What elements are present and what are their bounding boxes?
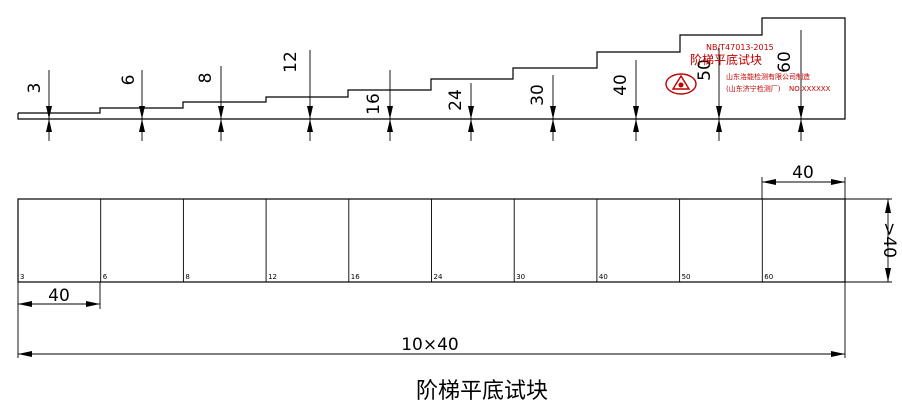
hole-dim-8: 8 [196, 66, 227, 141]
step-label-30: 30 [528, 84, 548, 106]
total-length-label: 10×40 [401, 335, 459, 355]
hole-dim-16: 16 [364, 70, 396, 141]
cell-width-label: 40 [48, 286, 70, 306]
cell-label-60: 60 [764, 273, 773, 281]
step-label-24: 24 [446, 89, 466, 111]
stamp-logo-icon [665, 73, 697, 95]
cell-label-6: 6 [103, 273, 108, 281]
top-width-dimension: 40 [761, 163, 846, 199]
stamp-product: 阶梯平底试块 [690, 52, 762, 67]
plan-view: 3 6 8 12 16 24 30 40 50 60 [17, 198, 846, 283]
plan-cell-dividers: 3 6 8 12 16 24 30 40 50 60 [20, 199, 773, 282]
step-label-8: 8 [196, 73, 216, 84]
step-label-12: 12 [281, 51, 301, 73]
cell-label-40: 40 [599, 273, 608, 281]
hole-dim-50: 50 [695, 48, 725, 141]
hole-dim-60: 60 [775, 30, 807, 141]
cell-label-3: 3 [20, 273, 24, 281]
step-label-16: 16 [364, 93, 384, 115]
step-label-60: 60 [775, 51, 795, 73]
step-label-40: 40 [611, 74, 631, 96]
hole-dim-40: 40 [611, 60, 642, 141]
step-label-3: 3 [25, 83, 45, 94]
hole-dim-3: 3 [25, 70, 55, 141]
cell-label-30: 30 [516, 273, 525, 281]
stamp-maker2: (山东济宁检测厂) [726, 84, 781, 93]
step-label-6: 6 [119, 75, 139, 86]
height-label: >40 [879, 222, 899, 258]
hole-dim-12: 12 [281, 50, 316, 141]
height-dimension: >40 [845, 198, 899, 283]
stamp-maker: 山东洛能检测有限公司制造 [726, 72, 810, 81]
total-length-dimension: 10×40 [17, 282, 846, 358]
cell-width-dimension: 40 [17, 282, 101, 309]
hole-dim-30: 30 [528, 75, 559, 141]
drawing-caption: 阶梯平底试块 [416, 379, 548, 404]
profile-view: 3 6 8 12 16 24 30 40 50 60 [17, 17, 846, 141]
hole-dimension-lines: 3 6 8 12 16 24 30 40 50 60 [25, 30, 807, 141]
step-label-50: 50 [695, 59, 715, 81]
cell-label-12: 12 [268, 273, 277, 281]
cell-label-16: 16 [351, 273, 360, 281]
cell-label-24: 24 [434, 273, 443, 281]
top-width-label: 40 [792, 163, 814, 183]
cell-label-50: 50 [682, 273, 691, 281]
stamp-standard: NB/T47013-2015 [706, 43, 774, 52]
stamp-serial: NO.XXXXXX [789, 85, 831, 93]
step-profile-outline [17, 17, 846, 120]
manufacturer-stamp: NB/T47013-2015 阶梯平底试块 山东洛能检测有限公司制造 (山东济宁… [665, 43, 831, 95]
hole-dim-6: 6 [119, 70, 148, 141]
hole-dim-24: 24 [446, 83, 477, 141]
cell-label-8: 8 [185, 273, 189, 281]
